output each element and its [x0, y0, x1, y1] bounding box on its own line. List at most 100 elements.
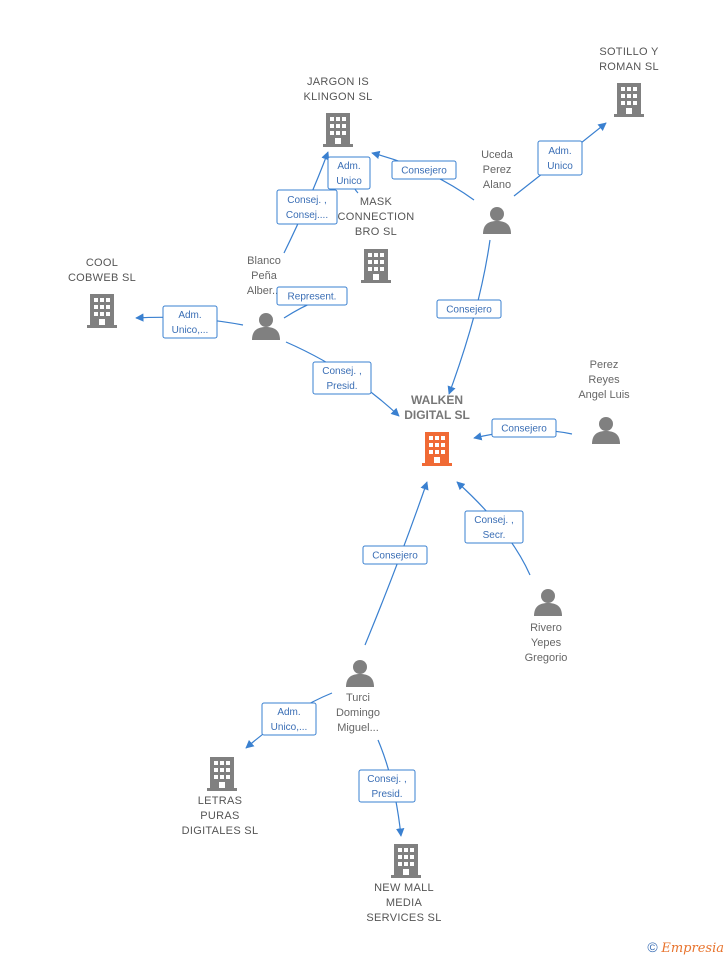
- edge-label-box: [276, 189, 338, 225]
- edge-label-box: [436, 299, 502, 319]
- edge-label-text: Presid.: [326, 381, 357, 392]
- edge-label-text: Secr.: [483, 530, 506, 541]
- node-label-blanco: Blanco: [247, 255, 281, 267]
- edge-label-text: Unico: [336, 176, 362, 187]
- node-label-sotillo: SOTILLO Y: [599, 46, 659, 58]
- edge-label-blanco-to-cool[interactable]: Adm. Unico,...: [162, 305, 218, 339]
- node-label-cool: COOL: [86, 257, 118, 269]
- edge-label-box: [276, 286, 348, 306]
- node-label-mask: BRO SL: [355, 226, 397, 238]
- building-icon: [391, 844, 421, 878]
- edge-label-uceda-to-sotillo[interactable]: Adm. Unico: [537, 140, 583, 176]
- node-label-perez: Perez: [590, 359, 619, 371]
- node-label-rivero: Gregorio: [525, 652, 568, 664]
- edge-label-text: Represent.: [288, 292, 337, 303]
- edge-label-text: Consejero: [401, 166, 447, 177]
- edge-label-text: Adm.: [277, 707, 300, 718]
- copyright-icon: ©: [647, 939, 658, 955]
- edge-label-text: Consej. ,: [367, 774, 406, 785]
- node-label-turci: Domingo: [336, 707, 380, 719]
- edge-label-perez-to-walken[interactable]: Consejero: [491, 418, 557, 438]
- node-blanco[interactable]: BlancoPeñaAlber...: [247, 255, 281, 340]
- person-icon: [252, 313, 280, 340]
- edge-label-uceda-to-walken[interactable]: Consejero: [436, 299, 502, 319]
- edge-label-blanco-to-mask[interactable]: Adm. Unico: [327, 156, 371, 190]
- node-label-mask: MASK: [360, 196, 393, 208]
- edge-label-text: Adm.: [178, 310, 201, 321]
- edge-label-text: Unico: [547, 161, 573, 172]
- building-icon: [323, 113, 353, 147]
- node-label-walken: WALKEN: [411, 393, 463, 407]
- node-label-rivero: Rivero: [530, 622, 562, 634]
- edge-label-blanco-to-jargon[interactable]: Consej. , Consej....: [276, 189, 338, 225]
- footer: © Empresia: [647, 939, 724, 956]
- building-icon: [207, 757, 237, 791]
- node-label-turci: Turci: [346, 692, 370, 704]
- edge-label-text: Consej. ,: [287, 195, 326, 206]
- person-icon: [592, 417, 620, 444]
- edge-label-box: [362, 545, 428, 565]
- node-label-mask: CONNECTION: [338, 211, 415, 223]
- building-icon: [614, 83, 644, 117]
- person-icon: [483, 207, 511, 234]
- node-label-turci: Miguel...: [337, 722, 379, 734]
- edge-label-box: [261, 702, 317, 736]
- node-label-letras: DIGITALES SL: [182, 825, 259, 837]
- edge-label-text: Presid.: [371, 789, 402, 800]
- edge-label-text: Unico,...: [172, 325, 209, 336]
- node-label-uceda: Uceda: [481, 149, 514, 161]
- node-letras[interactable]: LETRAS PURAS DIGITALES SL: [182, 757, 259, 837]
- node-mask[interactable]: MASK CONNECTION BRO SL: [338, 196, 415, 283]
- person-icon: [534, 589, 562, 616]
- node-label-jargon: KLINGON SL: [303, 91, 372, 103]
- edge-label-uceda-to-jargon[interactable]: Consejero: [391, 160, 457, 180]
- node-label-blanco: Peña: [251, 270, 278, 282]
- edge-label-blanco-to-walken[interactable]: Consej. , Presid.: [312, 361, 372, 395]
- node-label-rivero: Yepes: [531, 637, 562, 649]
- edge-label-text: Consejero: [372, 551, 418, 562]
- building-icon: [361, 249, 391, 283]
- building-icon: [422, 432, 452, 466]
- node-label-letras: PURAS: [200, 810, 239, 822]
- node-label-newmall: MEDIA: [386, 897, 423, 909]
- edge-label-turci-to-newmall[interactable]: Consej. , Presid.: [358, 769, 416, 803]
- edge-label-text: Adm.: [548, 146, 571, 157]
- node-label-perez: Reyes: [588, 374, 620, 386]
- person-icon: [346, 660, 374, 687]
- edge-label-box: [491, 418, 557, 438]
- edge-label-box: [537, 140, 583, 176]
- node-label-newmall: NEW MALL: [374, 882, 434, 894]
- edge-label-turci-to-letras[interactable]: Adm. Unico,...: [261, 702, 317, 736]
- brand-logo[interactable]: Empresia: [661, 941, 724, 956]
- building-icon: [87, 294, 117, 328]
- edge-label-blanco-to-mask[interactable]: Represent.: [276, 286, 348, 306]
- edge-label-box: [327, 156, 371, 190]
- edge-label-box: [358, 769, 416, 803]
- node-turci[interactable]: TurciDomingoMiguel...: [336, 660, 380, 734]
- node-label-walken: DIGITAL SL: [404, 408, 470, 422]
- node-label-uceda: Perez: [483, 164, 512, 176]
- node-label-perez: Angel Luis: [578, 389, 630, 401]
- edge-label-text: Consej. ,: [322, 366, 361, 377]
- node-label-uceda: Alano: [483, 179, 511, 191]
- edge-label-turci-to-walken[interactable]: Consejero: [362, 545, 428, 565]
- edge-label-text: Unico,...: [271, 722, 308, 733]
- node-label-blanco: Alber...: [247, 285, 281, 297]
- edge-label-rivero-to-walken[interactable]: Consej. ,Secr.: [464, 510, 524, 544]
- edge-label-box: [312, 361, 372, 395]
- edge-label-text: Adm.: [337, 161, 360, 172]
- edge-label-box: [391, 160, 457, 180]
- node-label-letras: LETRAS: [198, 795, 243, 807]
- edge-label-text: Consej....: [286, 210, 328, 221]
